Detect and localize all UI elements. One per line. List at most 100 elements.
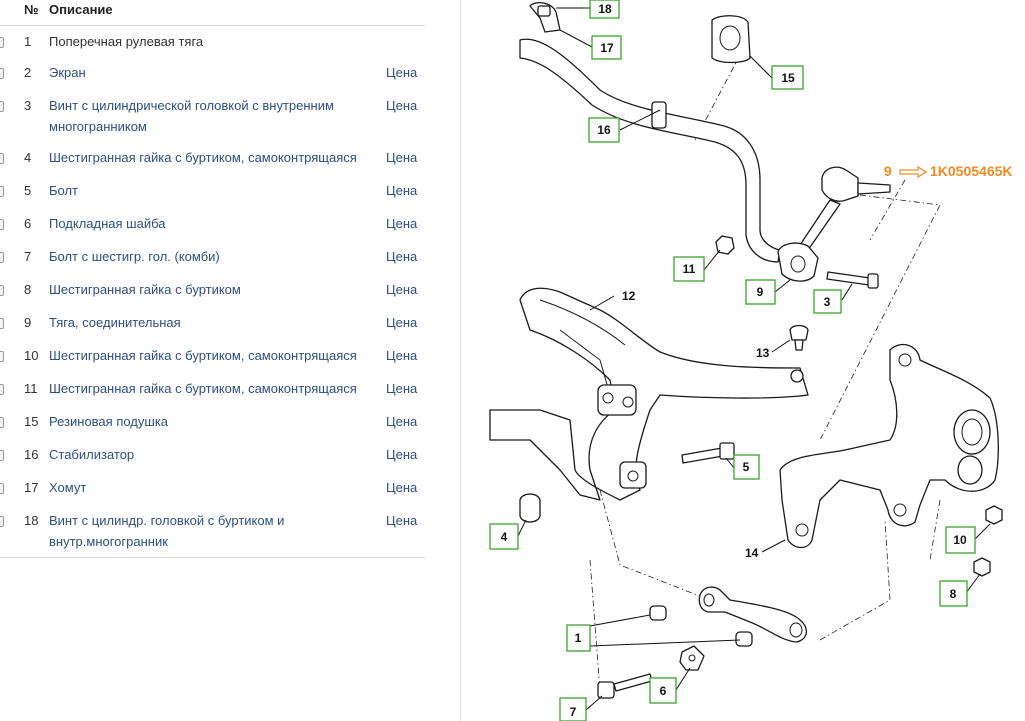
- row-checkbox[interactable]: [0, 450, 4, 461]
- callout-11[interactable]: 11: [673, 256, 705, 282]
- row-description[interactable]: Шестигранная гайка с буртиком, самоконтр…: [49, 381, 357, 396]
- row-description[interactable]: Шестигранная гайка с буртиком, самоконтр…: [49, 150, 357, 165]
- row-description[interactable]: Болт с шестигр. гол. (комби): [49, 249, 220, 264]
- row-description[interactable]: Болт: [49, 183, 79, 198]
- table-row: 9 Тяга, соединительная Цена: [0, 312, 425, 345]
- row-description[interactable]: Тяга, соединительная: [49, 315, 181, 330]
- svg-text:6: 6: [660, 684, 667, 698]
- row-price-link[interactable]: Цена: [386, 348, 418, 363]
- callout-15[interactable]: 15: [771, 65, 804, 90]
- leader-lines: [517, 7, 991, 711]
- callout-5[interactable]: 5: [733, 454, 760, 480]
- guide-lines: [589, 54, 941, 691]
- row-checkbox[interactable]: [0, 483, 4, 494]
- svg-text:7: 7: [570, 705, 577, 719]
- row-description[interactable]: Стабилизатор: [49, 447, 135, 462]
- callout-1[interactable]: 1: [566, 624, 591, 652]
- svg-text:17: 17: [600, 41, 614, 55]
- row-checkbox[interactable]: [0, 219, 4, 230]
- table-row: 8 Шестигранная гайка с буртиком Цена: [0, 279, 425, 312]
- svg-text:18: 18: [598, 2, 612, 16]
- panel-divider: [460, 0, 461, 721]
- part-number-annotation: 9 1K0505465K: [884, 163, 1013, 179]
- row-price-link[interactable]: Цена: [386, 513, 418, 528]
- row-number: 4: [24, 150, 32, 165]
- row-number: 6: [24, 216, 32, 231]
- callout-7[interactable]: 7: [559, 697, 587, 721]
- callout-10[interactable]: 10: [945, 526, 976, 554]
- row-price-link[interactable]: Цена: [386, 282, 418, 297]
- svg-text:8: 8: [950, 587, 957, 601]
- callout-6[interactable]: 6: [649, 677, 677, 704]
- row-description[interactable]: Шестигранная гайка с буртиком: [49, 282, 241, 297]
- table-row: 15 Резиновая подушка Цена: [0, 411, 425, 444]
- parts-list-panel: № Описание 1 Поперечная рулевая тяга 2 Э…: [0, 0, 425, 721]
- row-description: Поперечная рулевая тяга: [49, 34, 204, 49]
- row-price-link[interactable]: Цена: [386, 315, 418, 330]
- row-checkbox[interactable]: [0, 351, 4, 362]
- row-number: 5: [24, 183, 32, 198]
- row-checkbox[interactable]: [0, 318, 4, 329]
- svg-text:11: 11: [683, 262, 696, 276]
- row-checkbox[interactable]: [0, 285, 4, 296]
- row-description[interactable]: Винт с цилиндрической головкой с внутрен…: [49, 98, 334, 134]
- callout-4[interactable]: 4: [489, 523, 519, 550]
- row-price-link[interactable]: Цена: [386, 381, 418, 396]
- stabilizer-bar-part: [519, 38, 781, 263]
- row-checkbox[interactable]: [0, 68, 4, 79]
- row-price-link[interactable]: Цена: [386, 150, 418, 165]
- row-description[interactable]: Подкладная шайба: [49, 216, 166, 231]
- row-checkbox[interactable]: [0, 101, 4, 112]
- orange-arrow-icon: [899, 165, 928, 179]
- callout-18[interactable]: 18: [589, 0, 620, 19]
- callout-3[interactable]: 3: [813, 289, 842, 314]
- row-checkbox[interactable]: [0, 153, 4, 164]
- table-header: № Описание: [0, 0, 425, 26]
- exploded-parts-diagram: 18 17 15 16 11 9 3 5 4 10 8 1 6 7 12 13 …: [489, 0, 1013, 721]
- table-row: 18 Винт с цилиндр. головкой с буртиком и…: [0, 510, 425, 556]
- clamp-part: [529, 1, 561, 33]
- callout-17[interactable]: 17: [591, 35, 622, 60]
- table-row: 2 Экран Цена: [0, 62, 425, 95]
- row-price-link[interactable]: Цена: [386, 98, 418, 113]
- row-description[interactable]: Экран: [49, 65, 86, 80]
- svg-text:9: 9: [757, 285, 764, 299]
- label-13: 13: [756, 346, 770, 360]
- washer-part: [679, 645, 705, 671]
- row-number: 8: [24, 282, 32, 297]
- bolt-13-part: [789, 324, 809, 351]
- label-14: 14: [745, 546, 759, 560]
- table-row: 1 Поперечная рулевая тяга: [0, 31, 425, 64]
- callout-9[interactable]: 9: [745, 279, 776, 305]
- row-price-link[interactable]: Цена: [386, 216, 418, 231]
- row-price-link[interactable]: Цена: [386, 480, 418, 495]
- row-checkbox[interactable]: [0, 417, 4, 428]
- row-description[interactable]: Винт с цилиндр. головкой с буртиком и вн…: [49, 513, 285, 549]
- row-price-link[interactable]: Цена: [386, 183, 418, 198]
- nut-8-part: [973, 557, 991, 577]
- svg-text:15: 15: [781, 71, 795, 85]
- row-price-link[interactable]: Цена: [386, 65, 418, 80]
- row-checkbox[interactable]: [0, 252, 4, 263]
- callout-16[interactable]: 16: [588, 117, 620, 143]
- bolt-3-part: [826, 271, 879, 289]
- row-description[interactable]: Резиновая подушка: [49, 414, 169, 429]
- row-description[interactable]: Шестигранная гайка с буртиком, самоконтр…: [49, 348, 357, 363]
- table-row: 6 Подкладная шайба Цена: [0, 213, 425, 246]
- nut-10-part: [985, 505, 1003, 525]
- row-checkbox[interactable]: [0, 186, 4, 197]
- row-description[interactable]: Хомут: [49, 480, 87, 495]
- row-price-link[interactable]: Цена: [386, 249, 418, 264]
- table-bottom-divider: [0, 557, 425, 558]
- row-checkbox[interactable]: [0, 37, 4, 48]
- row-price-link[interactable]: Цена: [386, 414, 418, 429]
- part-number-code[interactable]: 1K0505465K: [930, 163, 1013, 179]
- label-12: 12: [622, 289, 636, 303]
- callout-8[interactable]: 8: [939, 580, 968, 607]
- row-price-link[interactable]: Цена: [386, 447, 418, 462]
- row-checkbox[interactable]: [0, 516, 4, 527]
- svg-text:10: 10: [953, 533, 967, 547]
- row-number: 16: [24, 447, 39, 462]
- row-checkbox[interactable]: [0, 384, 4, 395]
- svg-text:5: 5: [743, 460, 750, 474]
